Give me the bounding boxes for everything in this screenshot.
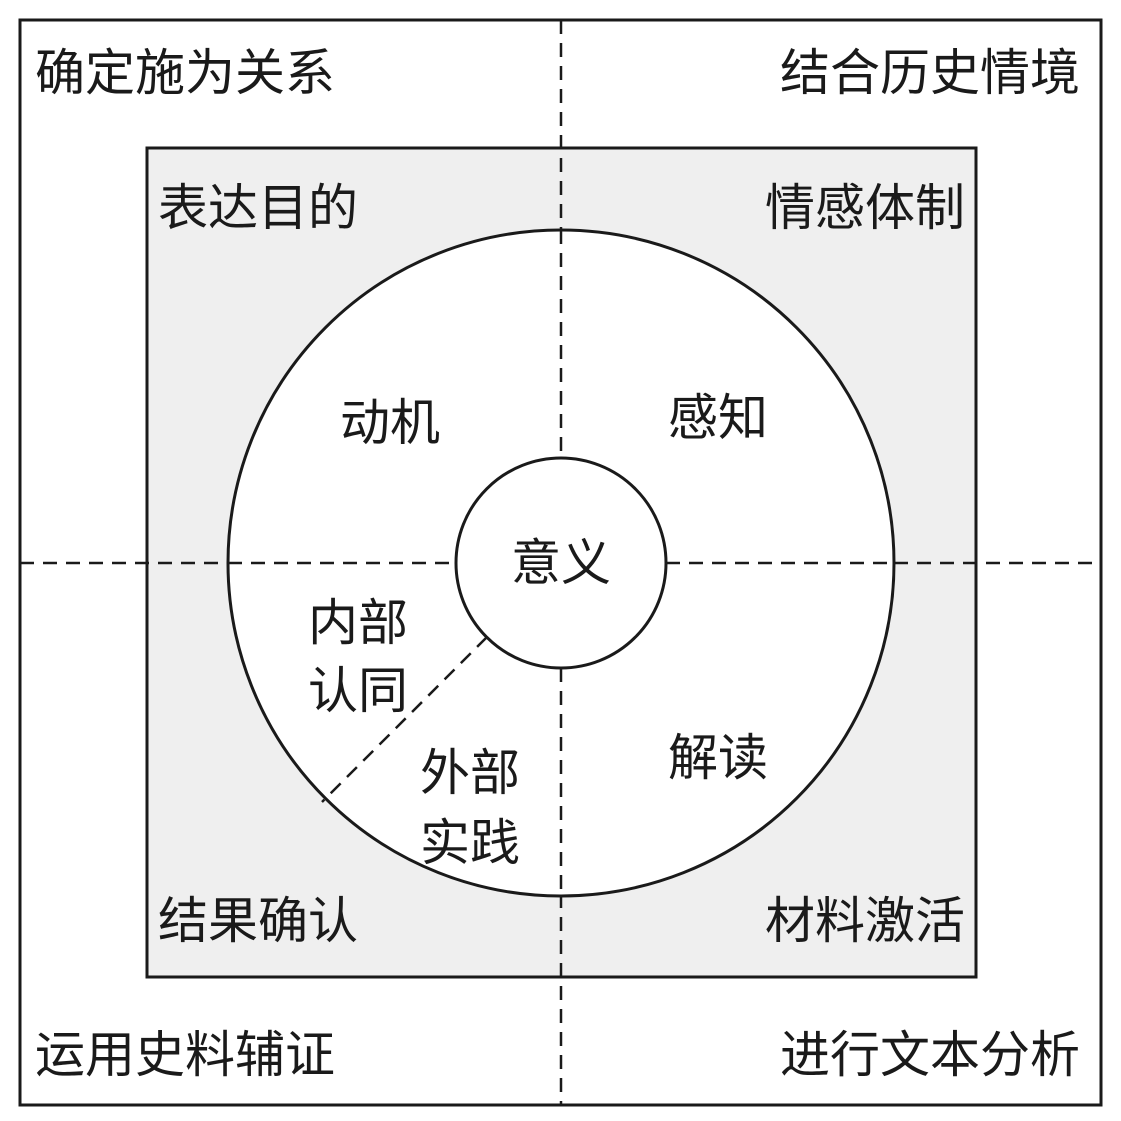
ring-diagonal-divider: [321, 636, 488, 803]
ring-label-top-right: 感知: [668, 389, 768, 447]
ring-label-outer-practice-line2: 实践: [420, 814, 520, 872]
outer-label-bottom-right: 进行文本分析: [780, 1026, 1080, 1084]
inner-label-top-right: 情感体制: [765, 179, 965, 237]
core-circle: [454, 456, 668, 670]
inner-label-top-left: 表达目的: [158, 179, 358, 237]
outer-label-top-left: 确定施为关系: [35, 44, 335, 102]
inner-label-bottom-left: 结果确认: [158, 892, 358, 950]
ring-label-inner-identity-line1: 内部: [308, 594, 408, 652]
ring-label-top-left: 动机: [340, 394, 440, 452]
ring-label-outer-practice-line1: 外部: [420, 744, 520, 802]
ring-label-inner-identity-line2: 认同: [308, 662, 408, 720]
ring-label-bottom-right: 解读: [668, 729, 768, 787]
inner-label-bottom-right: 材料激活: [765, 892, 965, 950]
outer-label-top-right: 结合历史情境: [780, 44, 1080, 102]
core-label: 意义: [511, 534, 611, 592]
outer-label-bottom-left: 运用史料辅证: [35, 1026, 335, 1084]
